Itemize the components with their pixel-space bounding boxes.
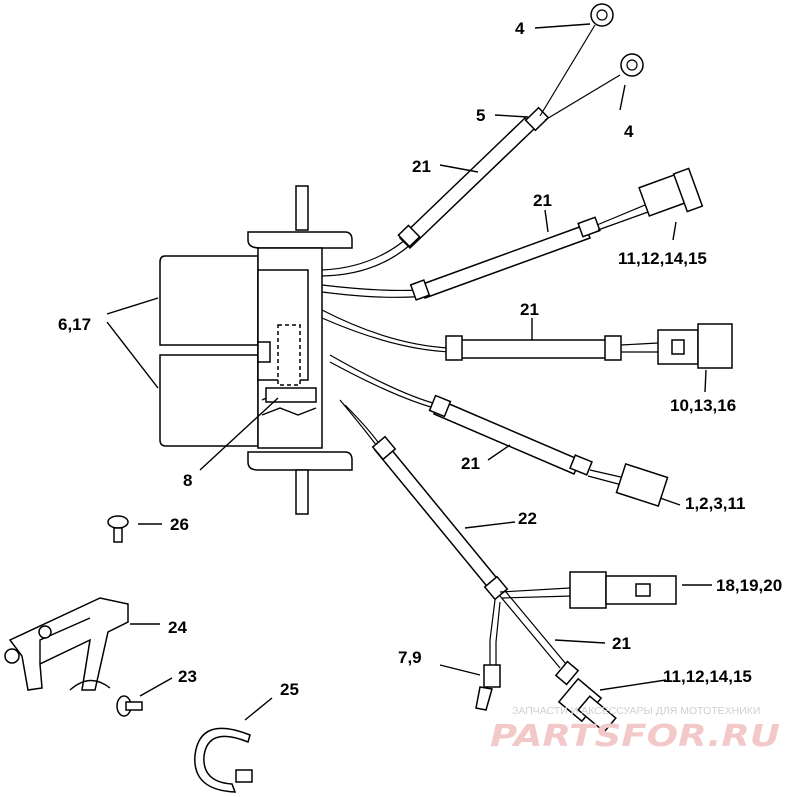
callout-21-e: 21 — [612, 634, 631, 653]
callout-4-second: 4 — [624, 122, 634, 141]
harness-lower-connector — [428, 394, 669, 508]
callout-21-d: 21 — [461, 454, 480, 473]
harness-ring-terminals — [397, 3, 644, 250]
callout-21-top: 21 — [412, 157, 431, 176]
callout-11-12-14-15-upper: 11,12,14,15 — [618, 249, 707, 268]
callout-5: 5 — [476, 106, 485, 125]
callout-21-c: 21 — [520, 300, 539, 319]
callout-25: 25 — [280, 680, 299, 699]
callout-7-9: 7,9 — [398, 648, 422, 667]
callout-23: 23 — [178, 667, 197, 686]
bracket-24 — [4, 597, 129, 691]
callout-18-19-20: 18,19,20 — [716, 576, 782, 595]
callout-21-b: 21 — [533, 191, 552, 210]
callout-22: 22 — [518, 509, 537, 528]
callout-24: 24 — [168, 618, 187, 637]
callout-11-12-14-15-lower: 11,12,14,15 — [663, 667, 752, 686]
watermark: ЗАПЧАСТИ И АКСЕССУАРЫ ДЛЯ МОТОТЕХНИКИ PA… — [490, 705, 780, 754]
harness-upper-connector — [409, 167, 704, 301]
harness-wires — [321, 239, 453, 453]
watermark-brand: PARTSFOR.RU — [490, 719, 780, 754]
watermark-tagline: ЗАПЧАСТИ И АКСЕССУАРЫ ДЛЯ МОТОТЕХНИКИ — [512, 705, 760, 717]
harness-downward — [371, 435, 677, 733]
callout-4-top: 4 — [515, 19, 525, 38]
callout-1-2-3-11: 1,2,3,11 — [685, 494, 746, 513]
screw-26 — [107, 515, 129, 543]
control-module — [159, 185, 353, 515]
screw-23 — [116, 695, 143, 717]
clamp-25 — [194, 727, 253, 793]
callout-10-13-16: 10,13,16 — [670, 396, 736, 415]
callout-8: 8 — [183, 471, 192, 490]
callout-6-17: 6,17 — [58, 315, 91, 334]
callout-26: 26 — [170, 515, 189, 534]
harness-middle-connector — [445, 323, 733, 369]
callout-labels: 4 4 5 21 21 11,12,14,15 6,17 21 10,13,16… — [58, 19, 782, 699]
leader-lines — [106, 23, 712, 721]
